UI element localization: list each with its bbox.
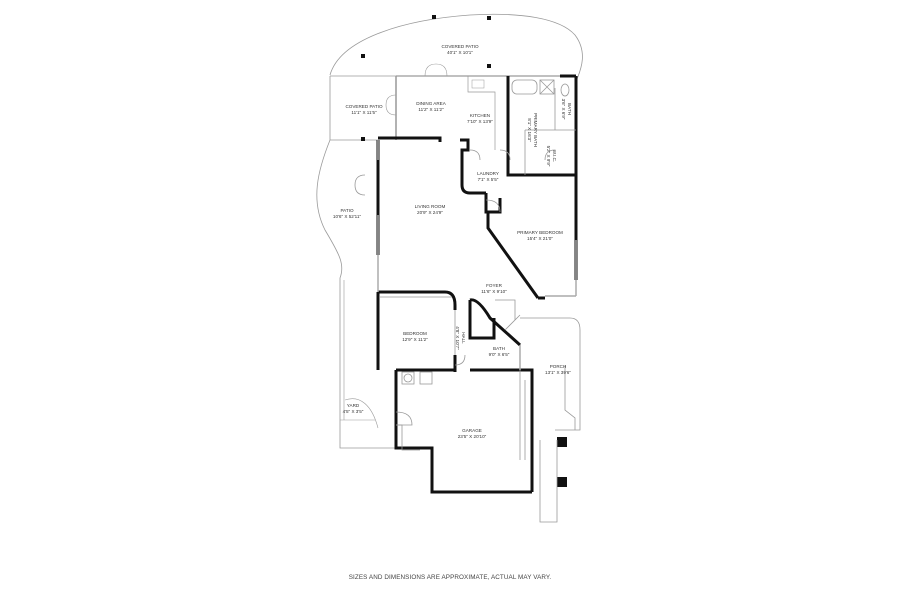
room-dims: 40'1" x 10'1"	[447, 50, 473, 55]
room-label-primary-bedroom: PRIMARY BEDROOM 15'4" x 21'0"	[517, 230, 563, 242]
room-label-patio: PATIO 10'6" x 52'11"	[333, 208, 361, 220]
room-label-garage: GARAGE 23'5" x 20'10"	[458, 428, 487, 440]
room-name: YARD	[346, 403, 360, 408]
room-name: BATH	[493, 346, 505, 351]
room-label-kitchen: KITCHEN 7'10" x 13'9"	[467, 113, 493, 125]
room-label-yard: YARD 4'5" x 3'5"	[343, 403, 364, 415]
room-name: COVERED PATIO	[441, 44, 479, 49]
room-label-primary-bath: PRIMARY BATH 8'1" x 16'3"	[526, 113, 538, 147]
room-dims: 5'2" x 9'9"	[546, 145, 551, 167]
room-dims: 15'4" x 21'0"	[527, 236, 553, 241]
room-dims: 10'6" x 52'11"	[332, 214, 362, 219]
room-name: LAUNDRY	[477, 171, 499, 176]
room-label-porch: PORCH 13'1" x 39'6"	[545, 364, 571, 376]
room-name: BEDROOM	[403, 331, 427, 336]
disclaimer-text: SIZES AND DIMENSIONS ARE APPROXIMATE, AC…	[348, 574, 552, 581]
room-dims: 9'0" x 6'5"	[488, 352, 510, 357]
room-dims: 7'1" x 5'5"	[477, 177, 499, 182]
room-label-dining-area: DINING AREA 11'2" x 11'2"	[416, 101, 446, 113]
room-dims: 11'1" x 11'5"	[351, 110, 377, 115]
room-dims: 3'6" x 6'9"	[561, 98, 566, 120]
room-dims: 13'1" x 39'6"	[545, 370, 571, 375]
room-label-living-room: LIVING ROOM 20'9" x 24'9"	[415, 204, 446, 216]
room-name: DINING AREA	[416, 101, 446, 106]
room-name: LIVING ROOM	[414, 204, 446, 209]
covered-patio-outline	[329, 13, 583, 88]
room-name: HALL	[461, 332, 466, 344]
room-name: COVERED PATIO	[345, 104, 383, 109]
room-label-bedroom: BEDROOM 12'9" x 11'2"	[402, 331, 428, 343]
room-dims: 4'8" x 10'7"	[455, 326, 460, 350]
room-name: FOYER	[486, 283, 502, 288]
room-name: W.I.C.	[552, 149, 557, 163]
room-name: PATIO	[340, 208, 354, 213]
room-label-hall: HALL 4'8" x 10'7"	[454, 326, 466, 349]
room-label-bath-small: BATH 3'6" x 6'9"	[560, 99, 572, 120]
patio-outline	[316, 139, 343, 420]
room-label-laundry: LAUNDRY 7'1" x 5'5"	[477, 171, 499, 183]
room-dims: 7'10" x 13'9"	[467, 119, 493, 124]
room-dims: 8'1" x 16'3"	[527, 118, 532, 142]
room-dims: 11'6" x 9'10"	[481, 289, 507, 294]
room-label-foyer: FOYER 11'6" x 9'10"	[481, 283, 507, 295]
room-dims: 20'9" x 24'9"	[417, 210, 443, 215]
room-name: GARAGE	[462, 428, 482, 433]
room-dims: 11'2" x 11'2"	[418, 107, 444, 112]
room-dims: 4'5" x 3'5"	[342, 409, 364, 414]
room-label-covered-patio-main: COVERED PATIO 40'1" x 10'1"	[441, 44, 478, 56]
room-name: PRIMARY BEDROOM	[517, 230, 563, 235]
room-name: BATH	[567, 103, 572, 115]
room-label-wic: W.I.C. 5'2" x 9'9"	[545, 146, 557, 167]
room-name: KITCHEN	[469, 113, 491, 118]
room-label-covered-patio-side: COVERED PATIO 11'1" x 11'5"	[345, 104, 382, 116]
room-name: PORCH	[549, 364, 567, 369]
room-dims: 23'5" x 20'10"	[457, 434, 487, 439]
room-name: PRIMARY BATH	[533, 113, 538, 147]
room-dims: 12'9" x 11'2"	[402, 337, 428, 342]
room-label-bath: BATH 9'0" x 6'5"	[489, 346, 510, 358]
